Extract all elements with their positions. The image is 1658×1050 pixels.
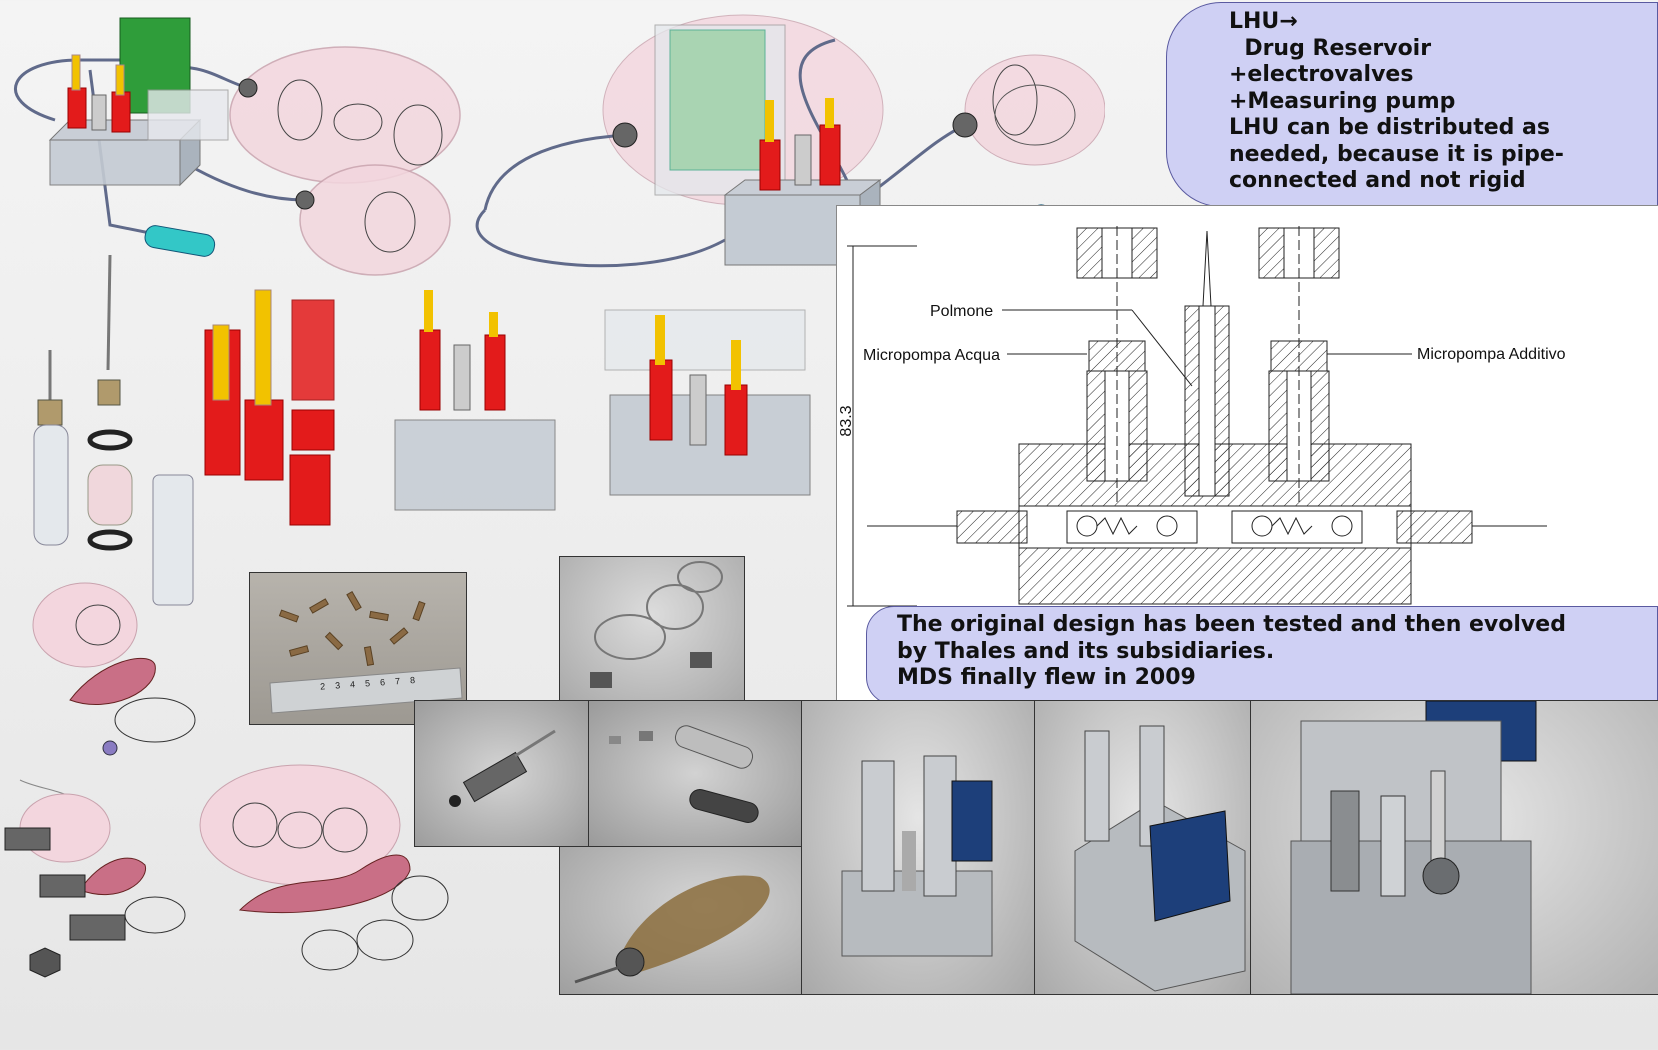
callout-line: LHU→ bbox=[1229, 9, 1298, 34]
photo-small-parts-ruler: 2345678 bbox=[249, 572, 467, 725]
callout-line: needed, because it is pipe- bbox=[1229, 141, 1564, 167]
ruler-number: 6 bbox=[379, 676, 396, 688]
ruler-number: 4 bbox=[349, 678, 366, 690]
callout-line: by Thales and its subsidiaries. bbox=[897, 638, 1275, 664]
label-micropompa-acqua: Micropompa Acqua bbox=[863, 347, 1000, 364]
photo-disassembled-parts bbox=[588, 700, 802, 847]
callout-line: Drug Reservoir bbox=[1229, 35, 1432, 61]
lhu-description-callout: LHU→ Drug Reservoir +electrovalves +Meas… bbox=[1166, 2, 1658, 207]
callout-line: MDS finally flew in 2009 bbox=[897, 665, 1196, 690]
photo-wire-rings bbox=[559, 556, 745, 702]
lhu-assembly-render-left bbox=[14, 17, 461, 276]
ruler-number: 8 bbox=[409, 674, 426, 686]
ruler-number: 7 bbox=[394, 675, 411, 687]
photo-prototype-side bbox=[1034, 700, 1252, 995]
ruler-number: 3 bbox=[334, 679, 351, 691]
callout-line: LHU can be distributed as bbox=[1229, 115, 1550, 140]
label-polmone: Polmone bbox=[930, 303, 993, 320]
dimension-label: 83.3 bbox=[838, 405, 855, 436]
callout-line: +electrovalves bbox=[1229, 62, 1414, 87]
photo-bladder-reservoir bbox=[559, 846, 802, 995]
exploded-parts-renders bbox=[33, 254, 811, 606]
photo-prototype-closeup bbox=[1250, 700, 1658, 995]
photo-connector-screw bbox=[414, 700, 590, 847]
evolution-callout: The original design has been tested and … bbox=[866, 606, 1658, 705]
callout-line: +Measuring pump bbox=[1229, 88, 1456, 114]
callout-line: connected and not rigid bbox=[1229, 168, 1526, 193]
ruler-number: 2 bbox=[319, 680, 336, 692]
label-micropompa-additivo: Micropompa Additivo bbox=[1417, 346, 1566, 363]
ruler-number: 5 bbox=[364, 677, 381, 689]
balloon-renders bbox=[4, 582, 449, 978]
photo-prototype-front bbox=[801, 700, 1036, 995]
callout-line: The original design has been tested and … bbox=[897, 612, 1566, 637]
